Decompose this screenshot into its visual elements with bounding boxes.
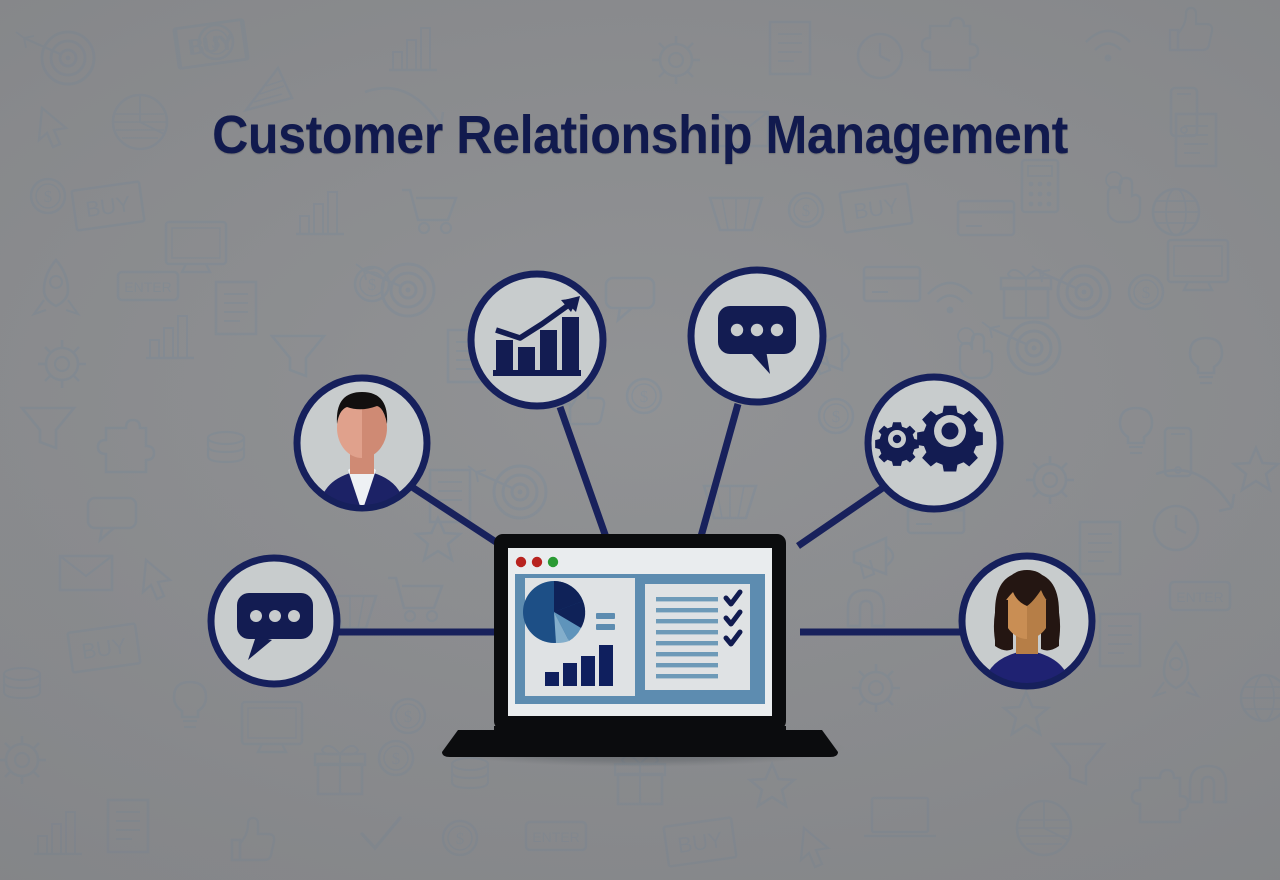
checkmark-icon [723,609,743,627]
user-male-icon [320,392,404,505]
laptop-crm-dashboard[interactable] [442,534,838,757]
node-support-chat[interactable] [207,554,341,688]
chat-bubble-left-icon [237,593,313,660]
checkmarks[interactable] [723,589,743,647]
minimize-dot[interactable] [531,556,543,568]
connector-messaging-to-hub [696,403,742,541]
node-agent-female[interactable] [958,552,1096,724]
document-lines [656,597,718,679]
node-analytics[interactable] [467,270,607,410]
maximize-dot[interactable] [547,556,559,568]
node-messaging[interactable] [687,266,827,406]
laptop-base [442,730,838,757]
bar-chart[interactable] [545,645,613,686]
chat-bubble-icon [718,306,796,374]
close-dot[interactable] [515,556,527,568]
checkmark-icon [723,589,743,607]
connector-customer-to-hub [410,484,507,551]
window-control-dots[interactable] [515,556,559,568]
node-customer-male[interactable] [293,374,431,546]
growth-bar-chart-icon [493,296,581,376]
user-female-icon [984,570,1070,683]
gears-icon [875,405,983,472]
connector-analytics-to-hub [556,405,611,542]
pie-chart[interactable] [523,581,586,644]
connector-group [336,403,968,636]
node-circle [467,270,607,410]
node-automation[interactable] [864,373,1004,513]
connector-automation-to-hub [796,484,886,549]
checkmark-icon [723,629,743,647]
laptop-hinge [494,726,786,734]
chart-legend [596,613,615,630]
page-title: Customer Relationship Management [212,105,1068,165]
